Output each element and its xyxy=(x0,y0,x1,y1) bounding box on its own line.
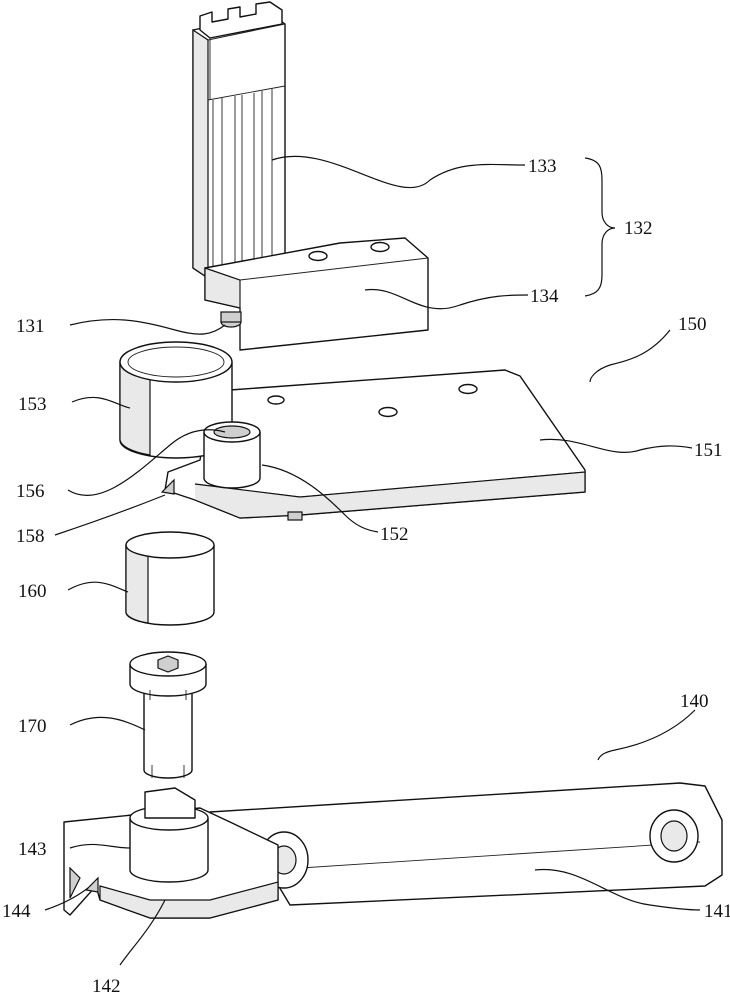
pin xyxy=(130,652,206,778)
label-132: 132 xyxy=(624,218,653,239)
label-144: 144 xyxy=(2,901,31,922)
long-arm xyxy=(210,783,722,905)
label-143: 143 xyxy=(18,839,47,860)
column-assembly xyxy=(193,2,428,350)
label-158: 158 xyxy=(16,526,45,547)
brace-132 xyxy=(585,158,615,296)
label-141: 141 xyxy=(704,901,730,922)
label-152: 152 xyxy=(380,524,409,545)
label-156: 156 xyxy=(16,481,45,502)
label-150: 150 xyxy=(678,314,707,335)
post xyxy=(130,788,208,882)
leader-140 xyxy=(598,710,695,760)
leader-158 xyxy=(55,495,165,535)
leader-133 xyxy=(272,156,525,187)
label-134: 134 xyxy=(530,286,559,307)
label-153: 153 xyxy=(18,394,47,415)
label-131: 131 xyxy=(16,316,45,337)
plate-assembly xyxy=(120,342,585,520)
label-151: 151 xyxy=(694,440,723,461)
leader-150 xyxy=(590,330,670,382)
label-160: 160 xyxy=(18,581,47,602)
leader-170 xyxy=(70,717,145,730)
vertical-column xyxy=(193,2,285,278)
label-170: 170 xyxy=(18,716,47,737)
label-142: 142 xyxy=(92,976,121,997)
label-140: 140 xyxy=(680,691,709,712)
sleeve xyxy=(126,532,214,625)
boss xyxy=(204,422,260,488)
leader-131 xyxy=(70,320,225,335)
label-133: 133 xyxy=(528,156,557,177)
leader-160 xyxy=(68,582,128,592)
